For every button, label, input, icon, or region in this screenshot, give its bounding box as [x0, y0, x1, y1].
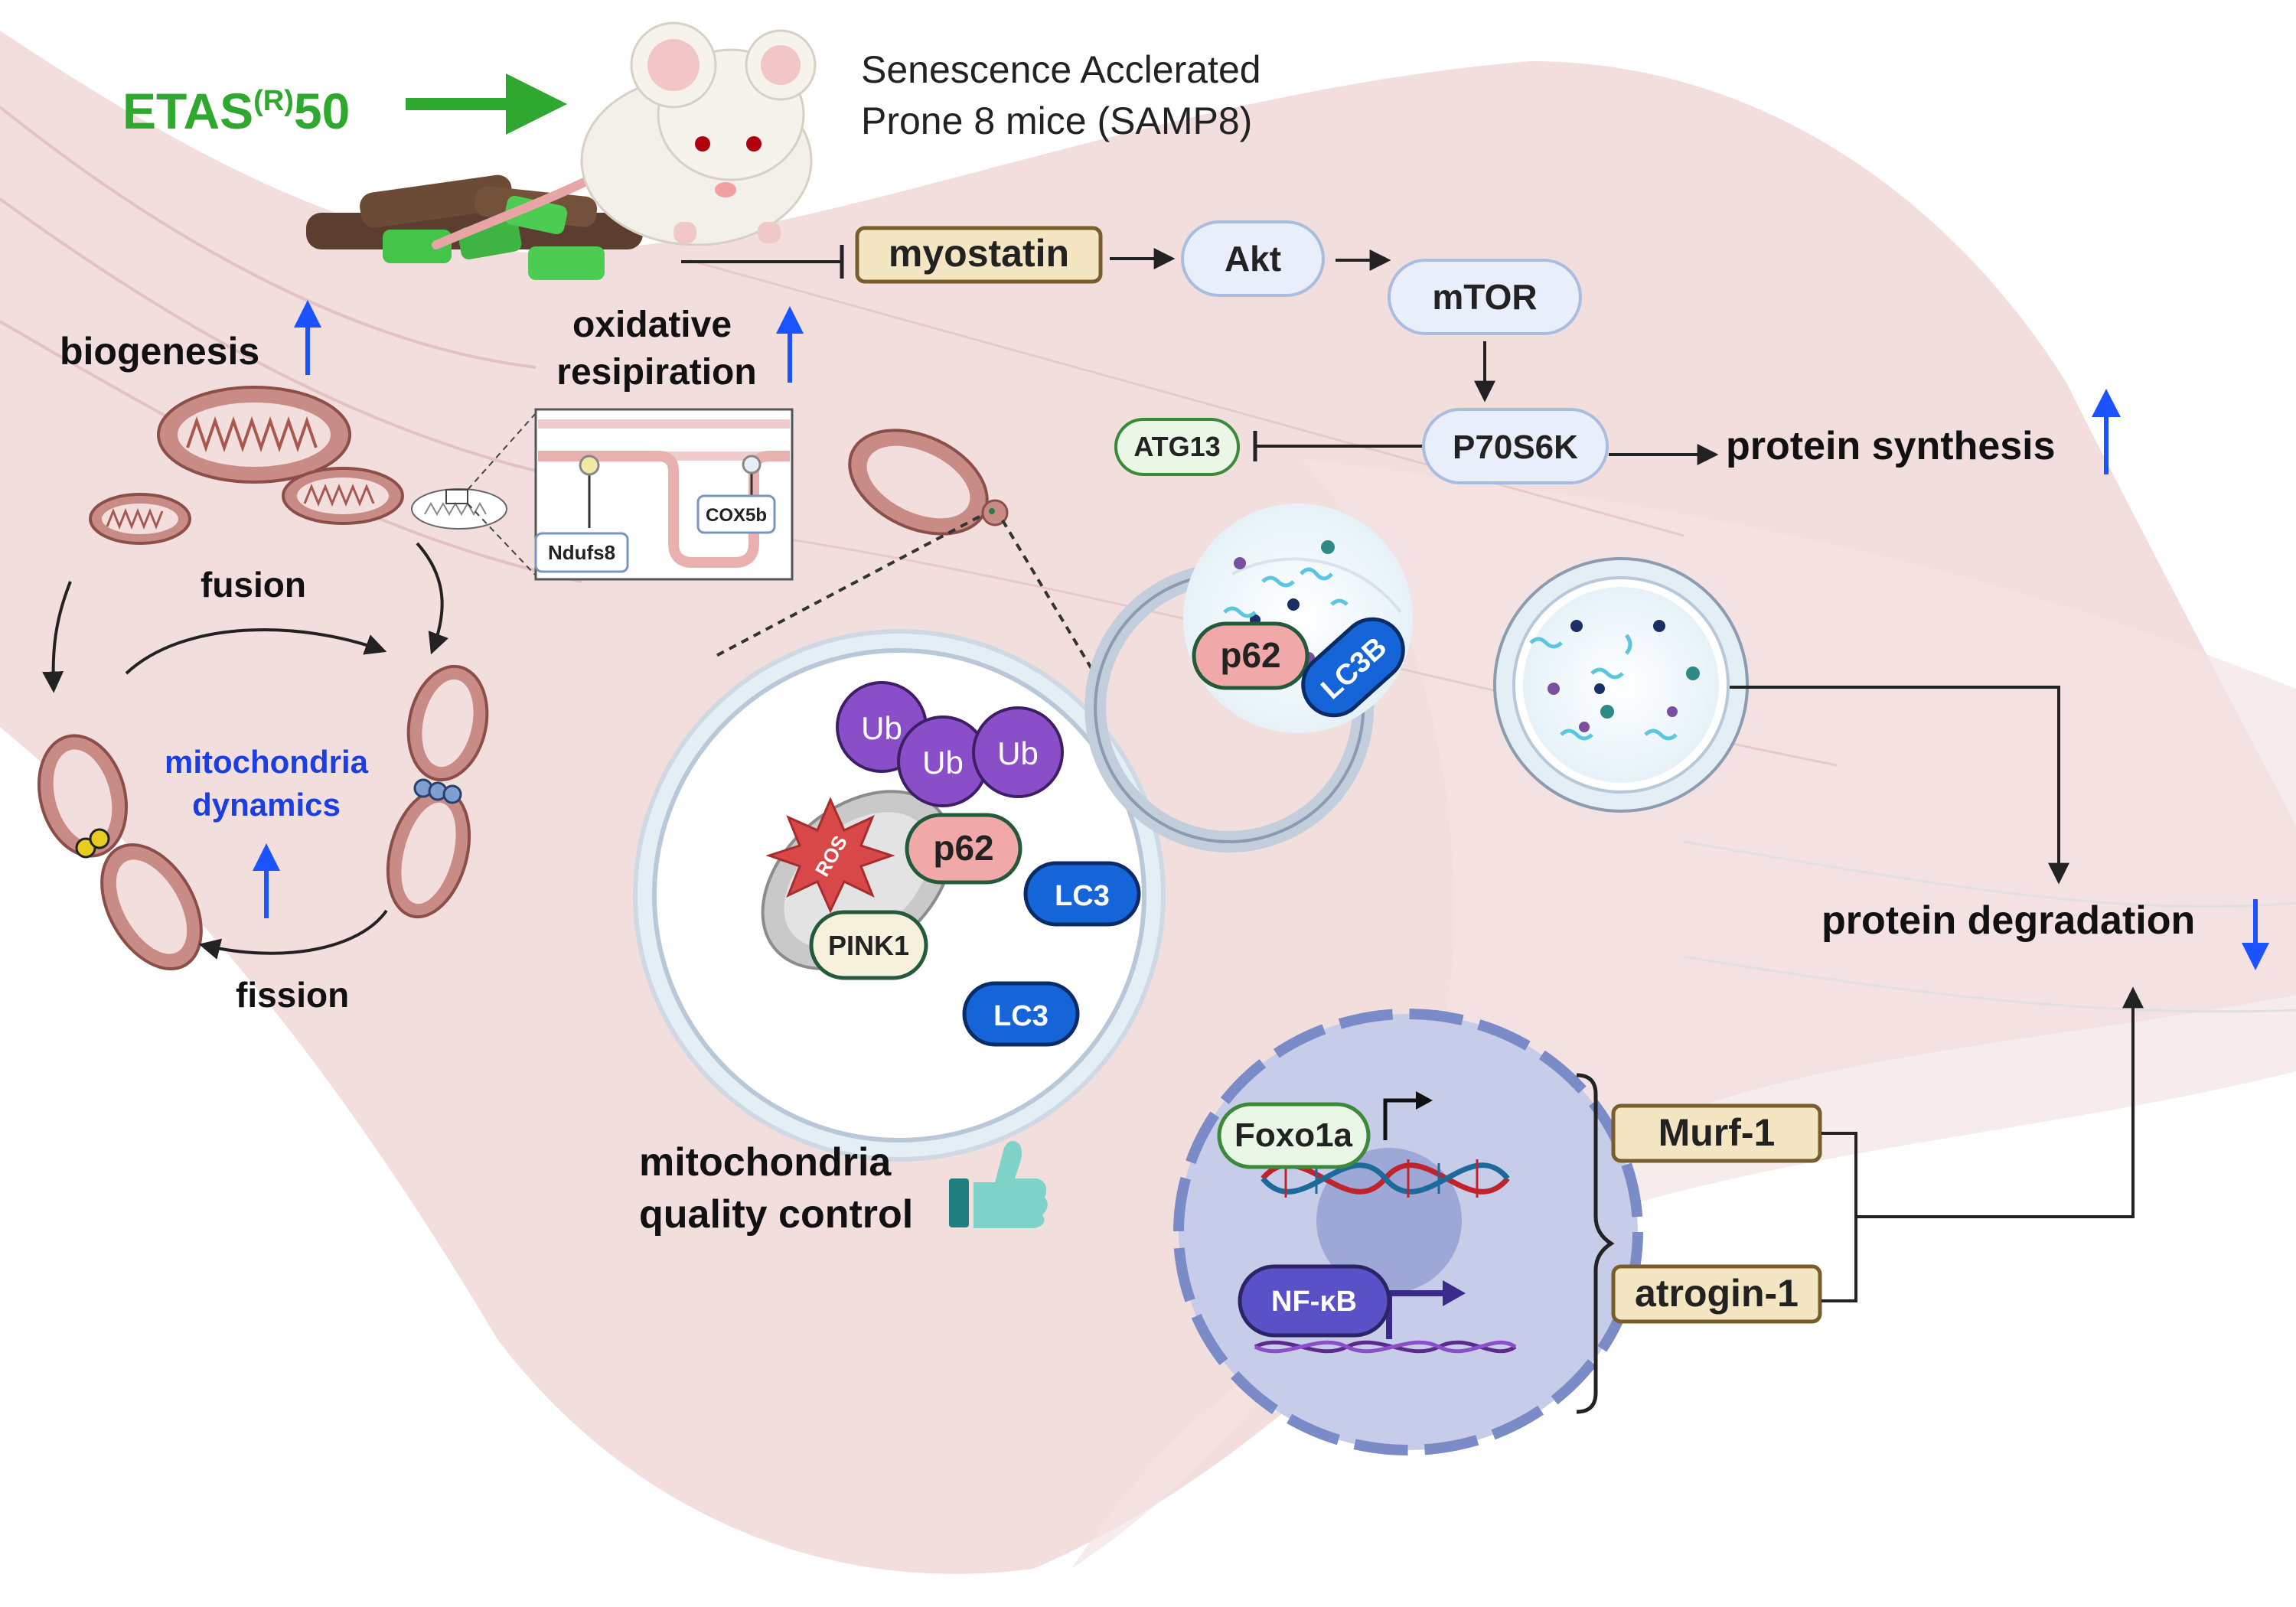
quality-control-line2: quality control [639, 1192, 913, 1237]
membrane-inset: Ndufs8 COX5b [534, 408, 794, 581]
arrow-to-fission-left [42, 581, 72, 693]
fusion-arrow [125, 628, 387, 675]
lc3-1-label: LC3 [1055, 880, 1110, 912]
lc3-1: LC3 [1023, 861, 1141, 927]
zoom-line-mitophagy-right [1001, 519, 1096, 675]
murf1-box: Murf-1 [1611, 1103, 1822, 1163]
mito-dynamics-line1: mitochondria [165, 744, 369, 780]
atg13-box: ATG13 [1114, 418, 1240, 476]
ub-3: Ub [972, 706, 1064, 798]
cox5b-tag [696, 494, 776, 534]
zoom-line-mitophagy-left [711, 515, 980, 660]
foxo1a-box: Foxo1a [1217, 1102, 1371, 1169]
myostatin-box: myostatin [855, 226, 1103, 284]
oxidative-line2: resipiration [556, 352, 756, 393]
biogenesis-up-arrow [294, 300, 321, 375]
pink1-label: PINK1 [828, 930, 909, 961]
connector-atrophy-genes [1821, 991, 2133, 1302]
lc3-2-label: LC3 [993, 1000, 1049, 1032]
lc3-2: LC3 [962, 981, 1080, 1047]
oxidative-line1: oxidative [572, 305, 732, 345]
autophagosome-mito-small [848, 429, 1009, 536]
etas-label: ETAS(R)50 [122, 83, 350, 139]
fission-arrow [198, 909, 388, 960]
arrow-vesicle-degradation [1730, 686, 2069, 885]
p70s6k-box: P70S6K [1422, 408, 1609, 484]
synthesis-up-arrow [2092, 389, 2121, 474]
zoom-line-bottom [467, 503, 536, 576]
protein-degradation-label: protein degradation [1821, 898, 2195, 943]
nucleus [1173, 1009, 1643, 1455]
atg13-label: ATG13 [1133, 431, 1220, 462]
murf1-label: Murf-1 [1658, 1111, 1776, 1154]
nfkb-box: NF-κB [1238, 1264, 1391, 1338]
akt-label: Akt [1225, 239, 1281, 279]
ros-star-icon: ROS [765, 797, 895, 914]
ndufs8-label: Ndufs8 [548, 541, 615, 564]
autolysosome [1493, 557, 1749, 813]
mouse-model-line1: Senescence Acclerated [861, 48, 1261, 91]
fused-mitochondrion [386, 664, 489, 919]
atrogin1-label: atrogin-1 [1635, 1272, 1799, 1315]
nfkb-label: NF-κB [1271, 1286, 1357, 1318]
small-mito-outline [411, 488, 507, 530]
mito-dynamics-line2: dynamics [192, 787, 341, 823]
quality-control-line1: mitochondria [639, 1140, 892, 1185]
p62-autophagy-label: p62 [1220, 635, 1280, 675]
mouse-icon [432, 21, 817, 249]
mtor-label: mTOR [1432, 277, 1537, 317]
svg-text:ETAS(R)50: ETAS(R)50 [122, 83, 350, 139]
oxidative-up-arrow [776, 306, 804, 383]
foxo1a-label: Foxo1a [1234, 1116, 1353, 1154]
mitochondrion-2 [89, 493, 191, 545]
cox5b-label: COX5b [706, 505, 767, 526]
mitochondrion-3 [282, 467, 404, 525]
p62-autophagy: p62 [1192, 621, 1309, 690]
p62-mitophagy-label: p62 [933, 828, 993, 868]
mouse-model-line2: Prone 8 mice (SAMP8) [861, 99, 1252, 142]
mitochondrion-1 [157, 386, 351, 484]
inhibit-atg13-connector [1253, 431, 1422, 461]
mtor-box: mTOR [1388, 259, 1582, 335]
ub-2: Ub [897, 715, 989, 807]
protein-synthesis-label: protein synthesis [1726, 424, 2056, 468]
p70s6k-label: P70S6K [1453, 429, 1578, 466]
fission-mitochondrion [37, 734, 203, 971]
p62-mitophagy: p62 [905, 813, 1022, 885]
ndufs8-tag [534, 532, 629, 573]
fusion-label: fusion [201, 565, 306, 605]
fission-label: fission [236, 975, 349, 1015]
thumbs-up-icon [949, 1141, 1048, 1228]
myostatin-label: myostatin [889, 232, 1069, 275]
biogenesis-label: biogenesis [60, 330, 259, 373]
nucleus-brace [1576, 1073, 1615, 1414]
ub-1-label: Ub [861, 710, 902, 746]
ub-2-label: Ub [922, 745, 964, 781]
akt-box: Akt [1181, 220, 1325, 297]
dna-helix-2 [1254, 1340, 1517, 1354]
inhibit-myostatin-connector [681, 245, 844, 279]
dynamics-up-arrow [253, 843, 280, 918]
atrogin1-box: atrogin-1 [1611, 1264, 1822, 1324]
arrow-to-fused [416, 542, 448, 655]
degradation-down-arrow [2242, 899, 2269, 970]
transcription-arrow-icon [1383, 1091, 1433, 1140]
ub-3-label: Ub [997, 735, 1039, 771]
pink1-box: PINK1 [809, 910, 928, 980]
